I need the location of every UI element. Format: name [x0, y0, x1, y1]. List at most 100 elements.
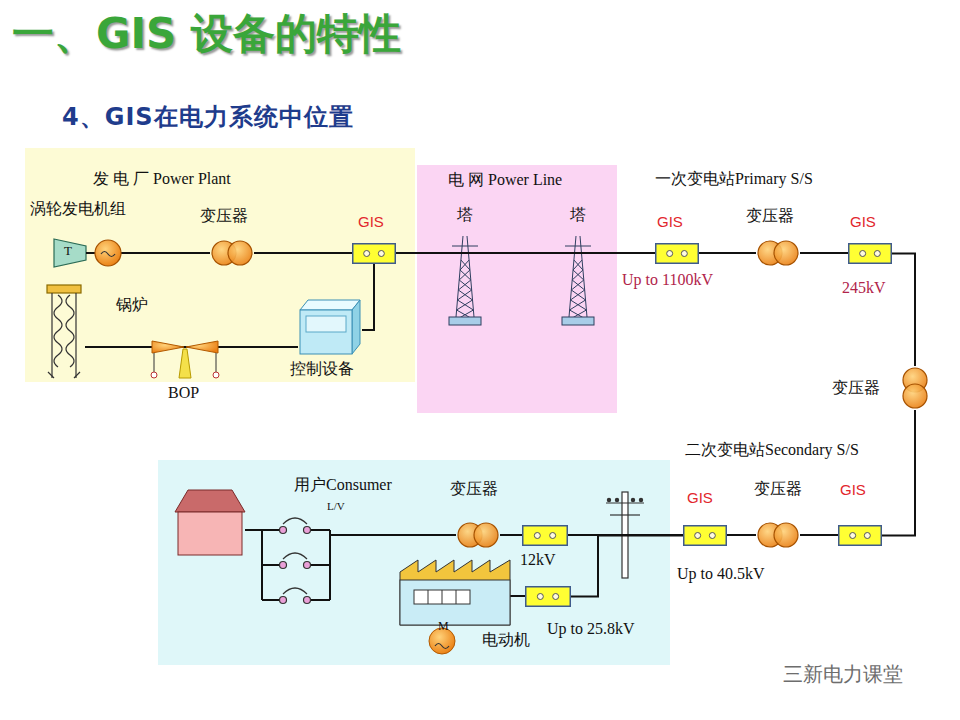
annotation: 一次变电站Primary S/S — [655, 170, 813, 188]
window-bars — [428, 590, 456, 604]
switch-blade — [283, 518, 307, 524]
region-band: 塔塔电 网 Power Line — [417, 165, 617, 413]
node-shape — [902, 366, 928, 410]
gis-terminal — [864, 533, 870, 539]
generator-wave — [101, 252, 115, 257]
house-roof — [175, 490, 245, 512]
house-wall — [178, 512, 242, 555]
transformer-winding — [774, 523, 798, 547]
boiler-wall — [51, 293, 52, 378]
transformer-winding — [903, 384, 927, 408]
gis-terminal — [850, 533, 856, 539]
gis-terminal — [537, 594, 543, 600]
power-line — [727, 534, 756, 536]
node-shape — [683, 525, 727, 546]
tower-brace — [573, 260, 582, 270]
tower-brace — [571, 280, 583, 290]
tower-lattice — [562, 236, 594, 320]
tower-brace — [457, 290, 471, 300]
tower-brace — [574, 260, 583, 270]
gis-terminal — [553, 594, 559, 600]
annotation: 二次变电站Secondary S/S — [685, 441, 859, 459]
annotation: L/V — [327, 500, 345, 513]
node-note: 245kV — [842, 279, 886, 297]
factory-window — [414, 590, 470, 604]
transformer-winding — [774, 241, 798, 265]
node-heading: 塔 — [570, 206, 586, 224]
tower-crossarm — [449, 252, 481, 254]
pole-crossarm — [606, 502, 644, 503]
switch-contact — [280, 597, 287, 604]
switch-symbols — [280, 518, 311, 604]
annotation: 锅炉 — [116, 296, 148, 314]
subtitle: 4、GIS在电力系统中位置 — [62, 104, 354, 132]
wire — [311, 529, 330, 531]
factory-roof — [400, 560, 510, 625]
transformer-winding — [474, 523, 498, 547]
node-heading: Up to 25.8kV — [547, 620, 635, 638]
gis-box: GISUp to 1100kV — [655, 243, 699, 264]
node-shape — [456, 522, 500, 548]
node-heading: 涡轮发电机组 — [30, 200, 126, 218]
tower-leg — [580, 236, 587, 317]
power-line — [500, 534, 522, 536]
turbine-generator: 涡轮发电机组T — [52, 235, 121, 271]
wire — [510, 595, 525, 597]
wire — [311, 599, 330, 601]
node-heading: 变压器 — [746, 207, 794, 225]
distribution-pole — [606, 492, 644, 578]
node-shape — [210, 240, 254, 266]
tower-brace — [572, 280, 584, 290]
gis-box: 12kV — [522, 525, 568, 546]
pole-post — [622, 492, 628, 578]
tower-brace — [457, 300, 473, 310]
node-shape — [522, 525, 568, 546]
node-heading: 电 网 Power Line — [448, 171, 562, 189]
power-line — [800, 534, 838, 536]
tower-lattice — [449, 236, 481, 320]
switch-blade — [283, 588, 307, 594]
power-line — [568, 534, 683, 536]
wire — [262, 564, 279, 566]
tower-crossarm — [562, 252, 594, 254]
switch-contact — [280, 527, 287, 534]
control-equipment: 控制设备 — [298, 298, 362, 356]
consumer-region — [158, 460, 670, 665]
node-heading: GIS — [657, 213, 683, 230]
house-icon — [175, 490, 245, 555]
power-line — [882, 410, 915, 536]
tower-brace — [460, 270, 471, 280]
switch-contact — [280, 562, 287, 569]
factory-wall — [400, 580, 510, 625]
gis-terminal — [667, 251, 673, 257]
transformer-symbol: 变压器 — [210, 240, 254, 266]
tower-brace — [458, 290, 472, 300]
node-shape — [655, 243, 699, 264]
gis-box: GISUp to 40.5kV — [683, 525, 727, 546]
gis-terminal — [681, 251, 687, 257]
node-heading: GIS — [840, 481, 866, 498]
gis-terminal — [534, 533, 540, 539]
tower-brace — [460, 260, 469, 270]
tower-brace — [459, 280, 471, 290]
power-line — [892, 254, 915, 367]
node-shape — [525, 586, 571, 607]
gis-body — [684, 526, 727, 546]
transformer-symbol: 变压器 — [456, 522, 500, 548]
gis-terminal — [695, 533, 701, 539]
node-shape — [838, 525, 882, 546]
annotation: 用户Consumer — [294, 476, 392, 494]
node-shape — [756, 522, 800, 548]
gis-box: Up to 25.8kV — [525, 586, 571, 607]
tower-leg — [456, 236, 463, 317]
power-line — [571, 536, 683, 597]
tower-brace — [572, 270, 583, 280]
gis-terminal — [378, 251, 384, 257]
node-note: Up to 40.5kV — [677, 565, 765, 583]
cabinet-front — [300, 310, 352, 354]
pole-crossarm — [610, 514, 640, 515]
transformer-winding — [228, 241, 252, 265]
node-heading: 变压器 — [450, 480, 498, 498]
node-heading: 变压器 — [832, 379, 880, 397]
tower-brace — [570, 290, 584, 300]
